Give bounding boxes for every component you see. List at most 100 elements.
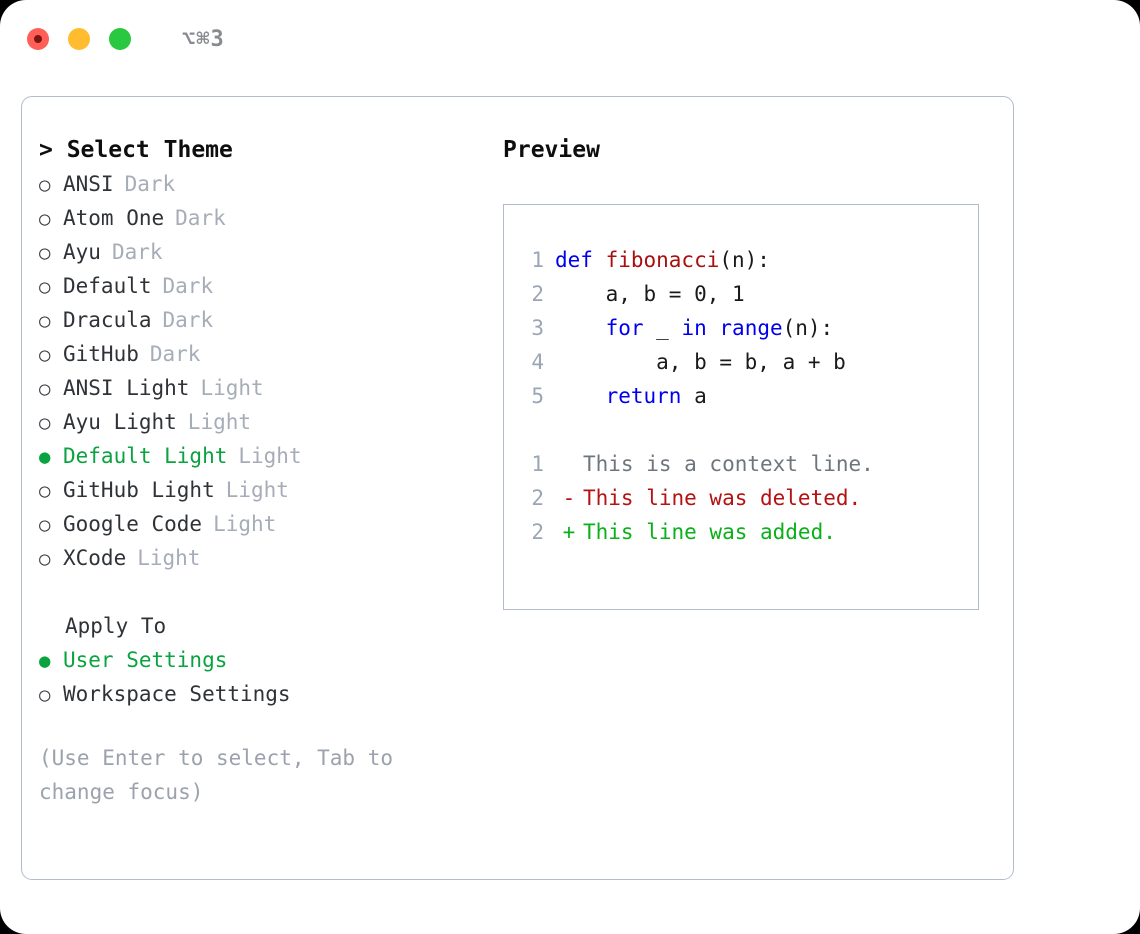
- radio-unselected-icon: ○: [39, 344, 51, 366]
- theme-option-label: ANSI: [63, 172, 114, 196]
- diff-line-text: This is a context line.: [583, 452, 874, 476]
- code-line: 2 a, b = 0, 1: [516, 277, 978, 311]
- radio-unselected-icon: ○: [39, 242, 51, 264]
- code-line-text: for _ in range(n):: [555, 311, 834, 345]
- theme-option-label: XCode: [63, 546, 127, 570]
- diff-marker: -: [562, 486, 576, 510]
- code-token-kw: in: [681, 316, 707, 340]
- code-line: 4 a, b = b, a + b: [516, 345, 978, 379]
- radio-unselected-icon: ○: [39, 480, 51, 502]
- theme-option-variant: Light: [225, 478, 289, 502]
- theme-option-xcode[interactable]: ○ XCode Light: [39, 541, 499, 575]
- diff-line-del: 2-This line was deleted.: [516, 481, 978, 515]
- code-token-kw: return: [605, 384, 682, 408]
- diff-line-add: 2+This line was added.: [516, 515, 978, 549]
- select-theme-header: > Select Theme: [39, 137, 233, 163]
- code-line-text: return a: [555, 379, 707, 413]
- radio-unselected-icon: ○: [39, 276, 51, 298]
- apply-to-option-label: User Settings: [63, 648, 228, 672]
- code-token-pl: a: [681, 384, 707, 408]
- apply-to-option-workspace-settings[interactable]: ○Workspace Settings: [39, 677, 499, 711]
- theme-option-label: Ayu Light: [63, 410, 177, 434]
- diff-sample: 1 This is a context line. 2-This line was …: [516, 447, 978, 549]
- window-controls: [27, 28, 131, 50]
- theme-option-variant: Dark: [162, 308, 214, 332]
- keyboard-hint-text: (Use Enter to select, Tab to change focu…: [39, 746, 406, 804]
- theme-option-variant: Light: [213, 512, 277, 536]
- theme-option-variant: Light: [187, 410, 252, 434]
- theme-option-label: Ayu: [63, 240, 101, 264]
- code-token-kw: def: [555, 248, 606, 272]
- theme-option-label: GitHub: [63, 342, 139, 366]
- diff-line-number: 2: [531, 520, 544, 544]
- code-token-kw: for: [605, 316, 644, 340]
- radio-unselected-icon: ○: [39, 378, 51, 400]
- code-token-pl: a, b = b, a + b: [555, 350, 846, 374]
- code-diff-separator: [516, 413, 978, 447]
- theme-option-label: Default Light: [63, 444, 228, 468]
- theme-option-variant: Light: [137, 546, 201, 570]
- code-line-number: 2: [531, 282, 544, 306]
- code-token-pl: [555, 316, 606, 340]
- code-line-text: a, b = 0, 1: [555, 277, 745, 311]
- apply-to-option-user-settings[interactable]: ●User Settings: [39, 643, 499, 677]
- theme-option-variant: Light: [200, 376, 264, 400]
- code-line-number: 5: [531, 384, 544, 408]
- apply-to-title: Apply To: [65, 614, 167, 638]
- theme-option-default-light[interactable]: ● Default Light Light: [39, 439, 499, 473]
- theme-option-label: GitHub Light: [63, 478, 215, 502]
- theme-option-ayu[interactable]: ○ Ayu Dark: [39, 235, 499, 269]
- code-line: 3 for _ in range(n):: [516, 311, 978, 345]
- diff-line-number: 2: [531, 486, 544, 510]
- minimize-button[interactable]: [68, 28, 90, 50]
- radio-unselected-icon: ○: [39, 174, 51, 196]
- code-token-pl: _: [643, 316, 682, 340]
- theme-option-github-light[interactable]: ○ GitHub Light Light: [39, 473, 499, 507]
- maximize-button[interactable]: [109, 28, 131, 50]
- theme-option-variant: Dark: [149, 342, 201, 366]
- radio-unselected-icon: ○: [39, 684, 51, 706]
- theme-option-default[interactable]: ○ Default Dark: [39, 269, 499, 303]
- diff-line-number: 1: [531, 452, 544, 476]
- theme-option-github[interactable]: ○ GitHub Dark: [39, 337, 499, 371]
- code-token-pl: (n):: [782, 316, 834, 340]
- close-button[interactable]: [27, 28, 49, 50]
- code-line-text: def fibonacci(n):: [555, 243, 770, 277]
- code-line-text: a, b = b, a + b: [555, 345, 846, 379]
- theme-option-label: Default: [63, 274, 152, 298]
- radio-unselected-icon: ○: [39, 208, 51, 230]
- theme-option-label: Dracula: [63, 308, 152, 332]
- code-token-pl: [555, 384, 606, 408]
- code-line-number: 3: [531, 316, 544, 340]
- radio-selected-icon: ●: [39, 446, 51, 468]
- theme-option-variant: Dark: [111, 240, 163, 264]
- apply-to-list: ●User Settings○Workspace Settings: [39, 643, 499, 711]
- diff-line-ctx: 1 This is a context line.: [516, 447, 978, 481]
- code-token-pl: [707, 316, 720, 340]
- theme-option-variant: Light: [238, 444, 302, 468]
- theme-option-variant: Dark: [162, 274, 214, 298]
- code-line-number: 4: [531, 350, 544, 374]
- radio-unselected-icon: ○: [39, 548, 51, 570]
- keyboard-shortcut-label: ⌥⌘3: [182, 26, 225, 52]
- code-token-pl: (n):: [719, 248, 770, 272]
- list-spacer: [39, 575, 499, 609]
- theme-option-label: Google Code: [63, 512, 203, 536]
- theme-option-variant: Dark: [175, 206, 226, 230]
- code-line: 5 return a: [516, 379, 978, 413]
- diff-line-text: This line was added.: [583, 520, 836, 544]
